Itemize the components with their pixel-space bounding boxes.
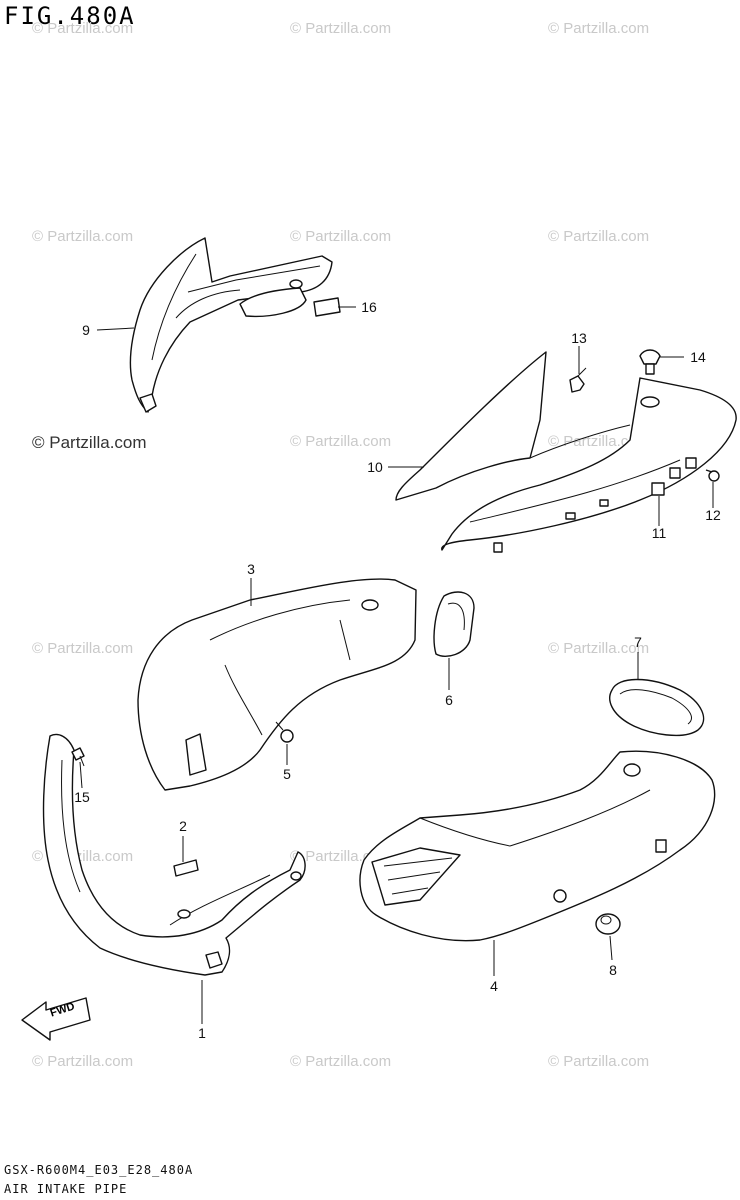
part-11-grommet[interactable] xyxy=(651,457,697,496)
callout-6[interactable]: 6 xyxy=(445,692,453,708)
footer-section-name: AIR INTAKE PIPE xyxy=(4,1182,128,1196)
watermark: © Partzilla.com xyxy=(548,20,650,37)
callout-1[interactable]: 1 xyxy=(198,1025,206,1041)
watermark: © Partzilla.com xyxy=(548,228,650,245)
part-6-seal[interactable] xyxy=(433,591,475,658)
part-12-screw[interactable] xyxy=(705,469,720,482)
callout-15[interactable]: 15 xyxy=(74,789,90,805)
watermark: © Partzilla.com xyxy=(290,433,392,450)
callout-3[interactable]: 3 xyxy=(247,561,255,577)
part-15-screw[interactable] xyxy=(71,747,85,767)
part-9-intake-cover[interactable] xyxy=(129,237,333,413)
fwd-direction-arrow xyxy=(21,997,91,1041)
callout-7[interactable]: 7 xyxy=(634,634,642,650)
callout-9[interactable]: 9 xyxy=(82,322,90,338)
part-8-grommet[interactable] xyxy=(595,913,621,935)
part-7-seal-ring[interactable] xyxy=(609,678,705,737)
watermark: © Partzilla.com xyxy=(290,228,392,245)
callout-10[interactable]: 10 xyxy=(367,459,383,475)
callout-16[interactable]: 16 xyxy=(361,299,377,315)
watermark: © Partzilla.com xyxy=(290,1053,392,1070)
watermark: © Partzilla.com xyxy=(548,640,650,657)
watermark: © Partzilla.com xyxy=(290,20,392,37)
part-16-label-sticker[interactable] xyxy=(313,297,341,317)
callout-2[interactable]: 2 xyxy=(179,818,187,834)
watermark: © Partzilla.com xyxy=(32,433,147,452)
callout-14[interactable]: 14 xyxy=(690,349,706,365)
footer-model-code: GSX-R600M4_E03_E28_480A xyxy=(4,1163,194,1177)
watermark: © Partzilla.com xyxy=(32,1053,134,1070)
watermark: © Partzilla.com xyxy=(32,640,134,657)
part-13-screw[interactable] xyxy=(569,367,587,393)
callout-8[interactable]: 8 xyxy=(609,962,617,978)
callout-4[interactable]: 4 xyxy=(490,978,498,994)
part-5-screw[interactable] xyxy=(275,721,294,743)
callout-11[interactable]: 11 xyxy=(651,525,667,541)
part-3-intake-pipe[interactable] xyxy=(137,578,417,791)
watermark: © Partzilla.com xyxy=(32,20,134,37)
leader-lines xyxy=(79,306,714,1024)
callout-12[interactable]: 12 xyxy=(705,507,721,523)
part-4-intake-pipe[interactable] xyxy=(359,750,716,942)
part-1-lower-cover[interactable] xyxy=(42,733,306,976)
part-10-side-cover[interactable] xyxy=(395,351,737,553)
watermark: © Partzilla.com xyxy=(32,228,134,245)
callout-13[interactable]: 13 xyxy=(571,330,587,346)
part-14-clip[interactable] xyxy=(639,349,661,375)
part-2-label[interactable] xyxy=(173,859,199,877)
watermark: © Partzilla.com xyxy=(548,1053,650,1070)
figure-title: FIG.480A xyxy=(4,2,136,30)
callout-5[interactable]: 5 xyxy=(283,766,291,782)
